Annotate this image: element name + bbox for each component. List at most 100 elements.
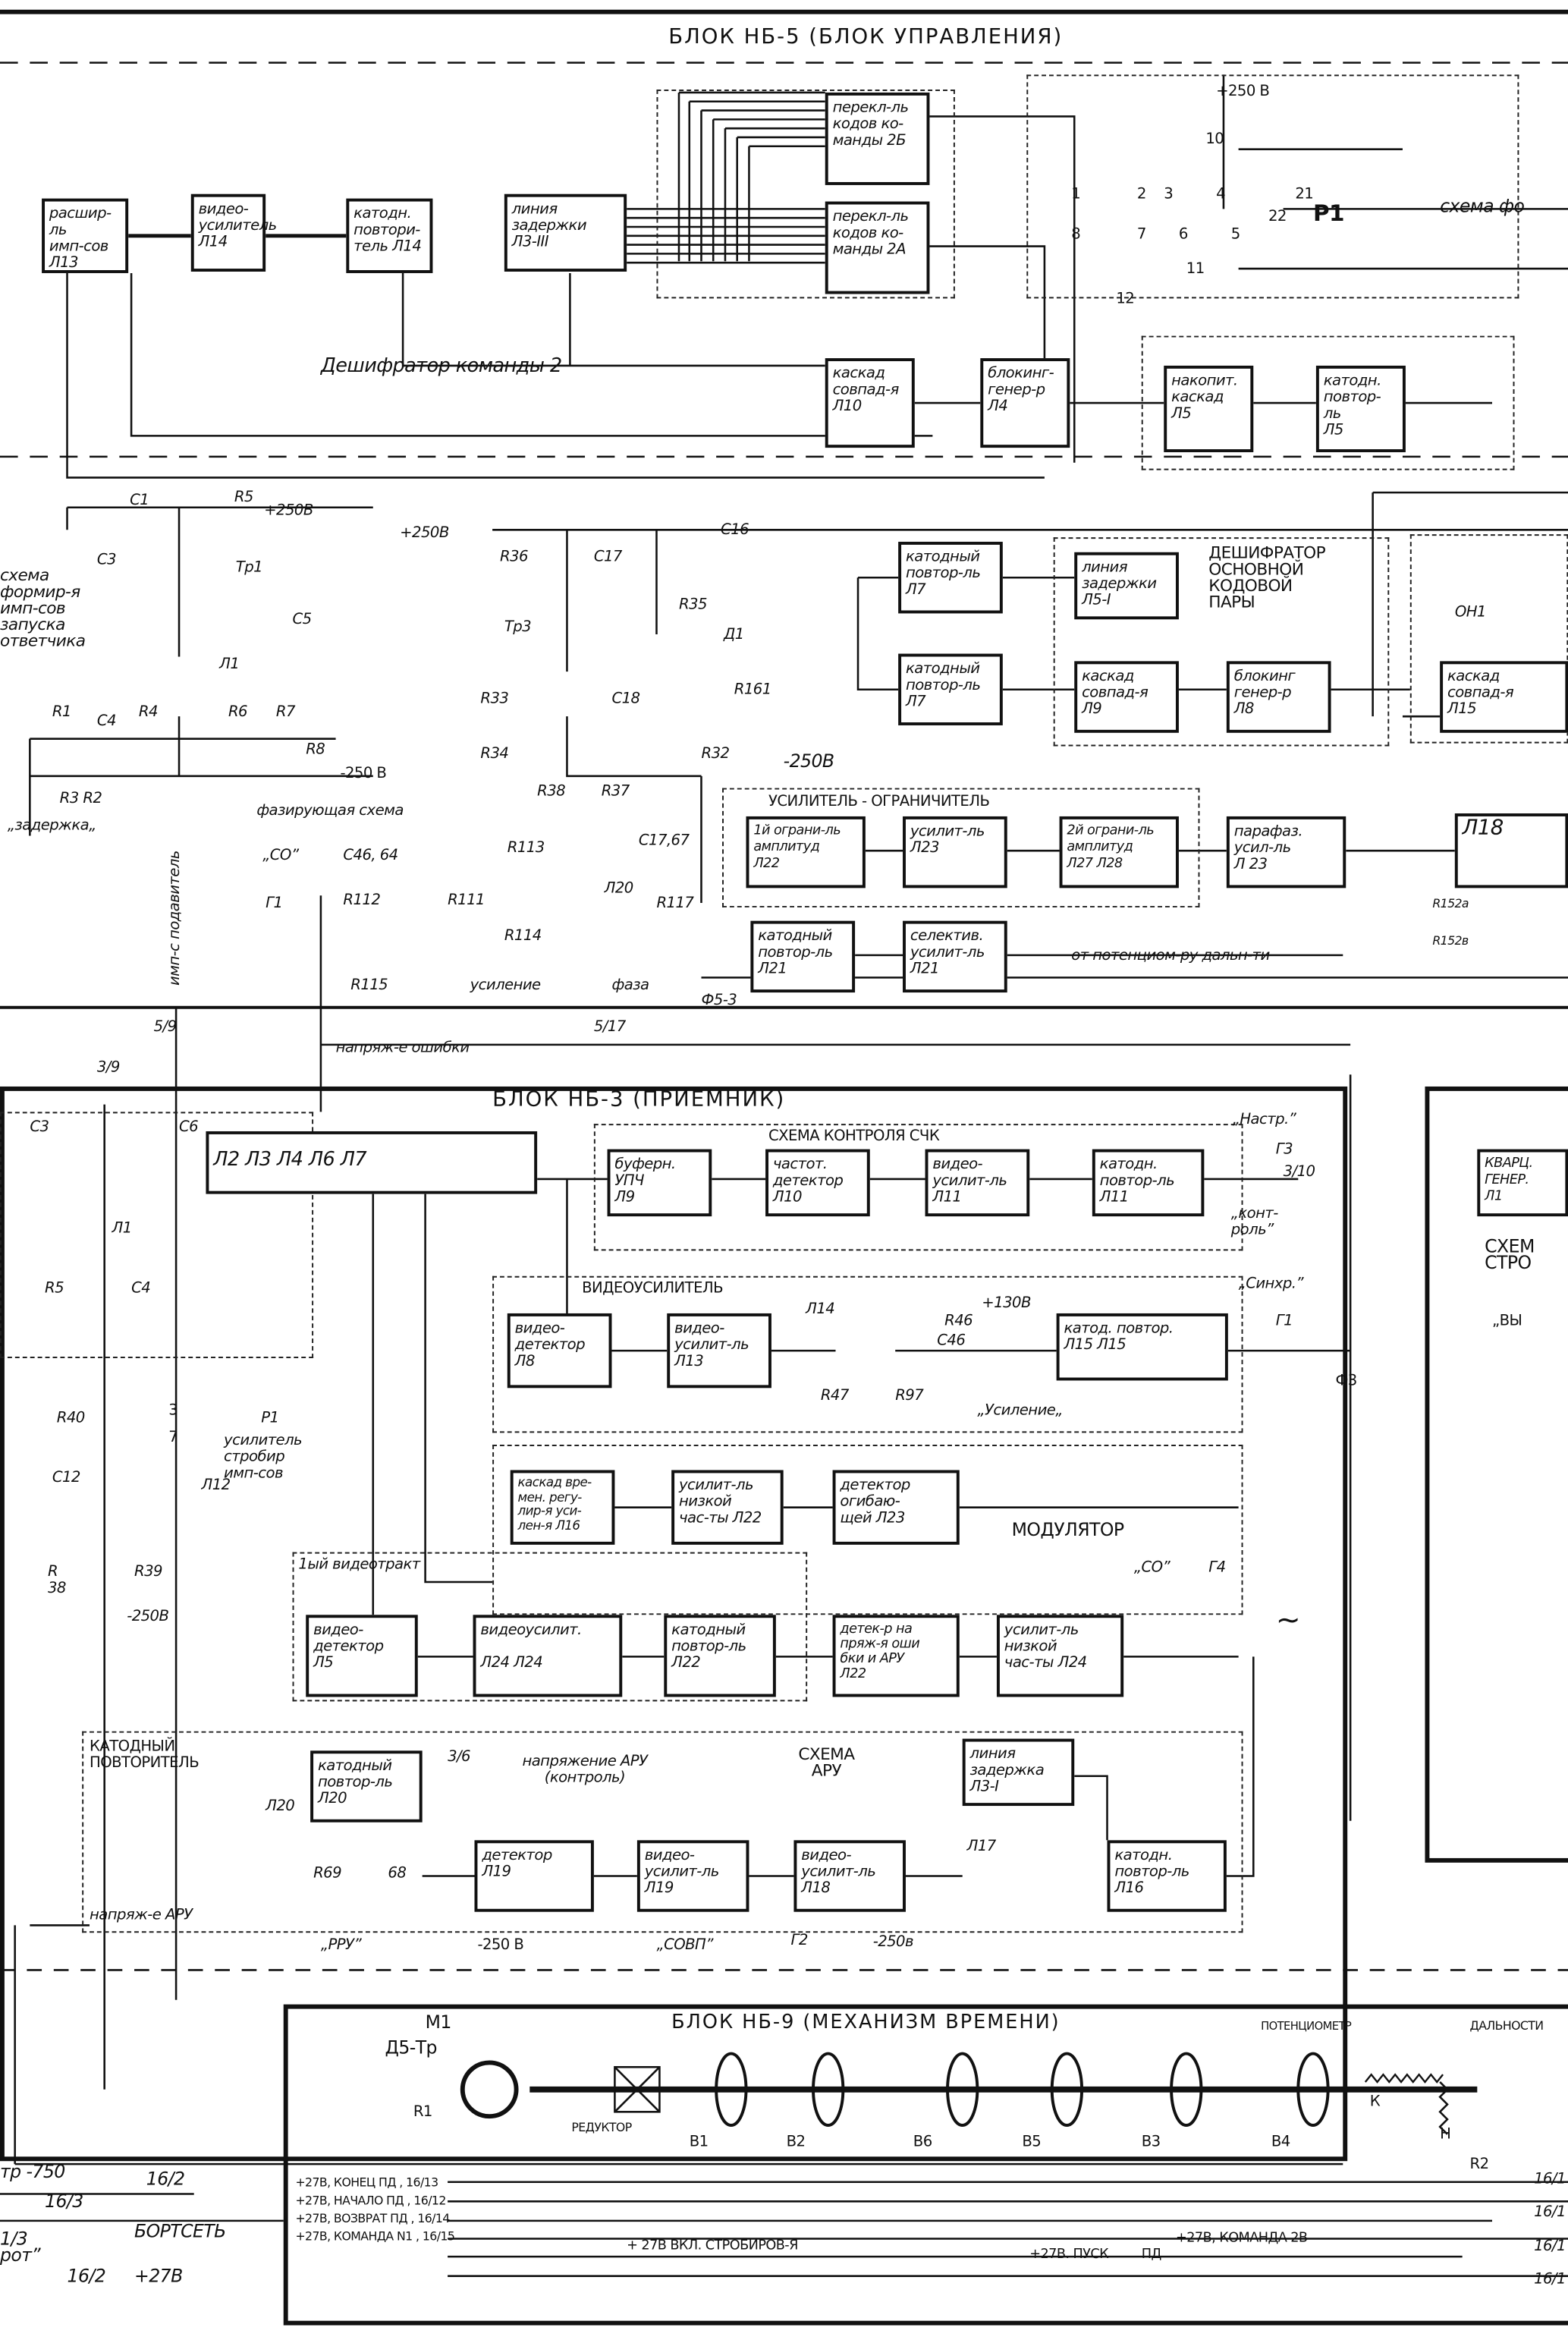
n13: 1/3 рот” [0,2228,41,2266]
gain-label: усиление [470,977,542,995]
on1-label: ОН1 [1454,604,1487,621]
r112: R112 [343,892,381,909]
signal-line: +27В, КОМАНДА N1 , 16/15 [295,2229,455,2244]
cam-b2: В2 [786,2134,806,2151]
block-l11-cathode: катодн. повтор-ль Л11 [1092,1149,1205,1217]
block-l3-delay: линия задержка Л3-I [962,1738,1075,1807]
contact: 7 [1136,226,1147,244]
block-l22-limiter: 1й ограни-ль амплитуд Л22 [746,816,866,889]
c12: С12 [52,1470,81,1487]
n-label: Н [1440,2126,1451,2143]
block-l10-freqdet: частот. детектор Л10 [765,1149,870,1217]
r4: R4 [138,704,159,722]
dashed-group-afc [593,1124,1243,1251]
board-network-label: БОРТСЕТЬ [134,2220,226,2242]
l1: Л1 [112,1221,133,1238]
phase-label: фаза [611,977,649,995]
g2: Г2 [790,1933,809,1949]
rru-label: „РРУ” [320,1937,362,1954]
block-switch-2a: перекл-ль кодов ко- манды 2А [825,201,930,294]
contact: 22 [1268,209,1287,226]
contact: 10 [1205,131,1224,148]
n68: 68 [388,1865,407,1882]
cmd2v-label: +27В, КОМАНДА 2В [1175,2231,1308,2247]
block-l24-video: видеоусилит. Л24 Л24 [473,1615,623,1697]
block-l18-video: видео- усилит-ль Л18 [793,1840,906,1912]
c46-64: С46, 64 [343,848,398,864]
dashed-group-switches [656,90,955,299]
launch-former-label: схема формир-я имп-сов запуска ответчика [0,565,86,651]
block-l14-cathode: катодн. повтори- тель Л14 [346,198,433,273]
n517: 5/17 [593,1019,626,1036]
r152a: R152а [1432,897,1469,911]
limiter-label: УСИЛИТЕЛЬ - ОГРАНИЧИТЕЛЬ [768,794,990,811]
signal-line: +27В, КОНЕЦ ПД , 16/13 [295,2175,438,2190]
control-label: „конт- роль” [1230,1206,1279,1239]
tr750: тр -750 [0,2161,65,2182]
terminal: 16/1 [1534,2238,1566,2256]
dashed-group-video-amp [492,1275,1243,1433]
dashed-group-right [1409,534,1568,744]
strobe-amp-label: усилитель стробир имп-сов [224,1433,303,1483]
block-l21-selective: селектив. усилит-ль Л21 [903,920,1007,993]
r7: R7 [275,704,296,722]
c46: С46 [937,1332,966,1350]
r38: R 38 [47,1564,66,1597]
r69: R69 [313,1865,342,1882]
contact: 3 [1164,186,1174,203]
n36: 3/6 [448,1749,471,1766]
c3: С3 [96,552,117,569]
block-l18: Л18 [1454,813,1568,889]
gain-label: „Усиление„ [977,1402,1063,1420]
r36: R36 [499,549,529,566]
r37: R37 [601,783,630,800]
contact: 8 [1071,226,1081,244]
relay-label: Р1 [1312,200,1345,227]
contact: 11 [1186,261,1205,278]
r3-r2: R3 R2 [59,791,102,808]
tp3: Тр3 [504,619,532,636]
block-l23-envelope: детектор огибаю- щей Л23 [832,1470,960,1545]
r6: R6 [228,704,248,722]
supply-neg: -250в [872,1934,914,1951]
block-l13-video: видео- усилит-ль Л13 [667,1313,771,1389]
r34: R34 [480,746,509,763]
l20: Л20 [604,880,634,898]
agc-voltage-label: напряжение АРУ (контроль) [522,1753,648,1787]
block-l11-video: видео- усилит-ль Л11 [925,1149,1030,1217]
pot-label: ПОТЕНЦИОМЕТР [1261,2019,1352,2033]
r40: R40 [56,1410,86,1427]
block-l27-limiter: 2й ограни-ль амплитуд Л27 Л28 [1059,816,1179,889]
contact: 1 [1071,186,1081,203]
block-nb3-frame [0,1086,1348,2162]
block-l15: каскад совпад-я Л15 [1440,661,1568,733]
g1: Г1 [1275,1313,1293,1330]
scheme-label: схема фо [1440,195,1525,217]
terminal: 16/1 [1534,2204,1566,2221]
block-l19-detector: детектор Л19 [474,1840,594,1912]
r2: R2 [1469,2156,1489,2173]
motor-label: Д5-Тр [385,2036,437,2059]
l1: Л1 [219,656,240,674]
r32: R32 [701,746,730,763]
cam-b4: В4 [1271,2134,1290,2151]
supply: +130В [982,1295,1031,1312]
dashed-group-main-decoder [1053,537,1390,747]
block-l8-videodet: видео- детектор Л8 [507,1313,612,1389]
decoder-2-label: Дешифратор команды 2 [320,355,562,378]
cathode-follower-label: КАТОДНЫЙ ПОВТОРИТЕЛЬ [90,1738,200,1772]
r5: R5 [234,489,254,506]
r1: R1 [413,2104,433,2121]
block-nb9-frame [283,2004,1568,2326]
dashed-group-l5 [1141,335,1515,470]
block-l5-delay: линия задержки Л5-I [1074,552,1179,620]
cam-b3: В3 [1141,2134,1161,2151]
relay-p1: Р1 [261,1410,279,1427]
block-l5-cathode: катодн. повтор-ль Л5 [1315,365,1406,453]
l17: Л17 [966,1838,997,1855]
block-l5-videodet: видео- детектор Л5 [306,1615,418,1697]
pulse-suppressor-label: имп-с подавитель [167,851,184,986]
r111: R111 [448,892,485,909]
block-l22-lowfreq: усилит-ль низкой час-ты Л22 [671,1470,784,1545]
tilde: ~ [1275,1601,1301,1637]
